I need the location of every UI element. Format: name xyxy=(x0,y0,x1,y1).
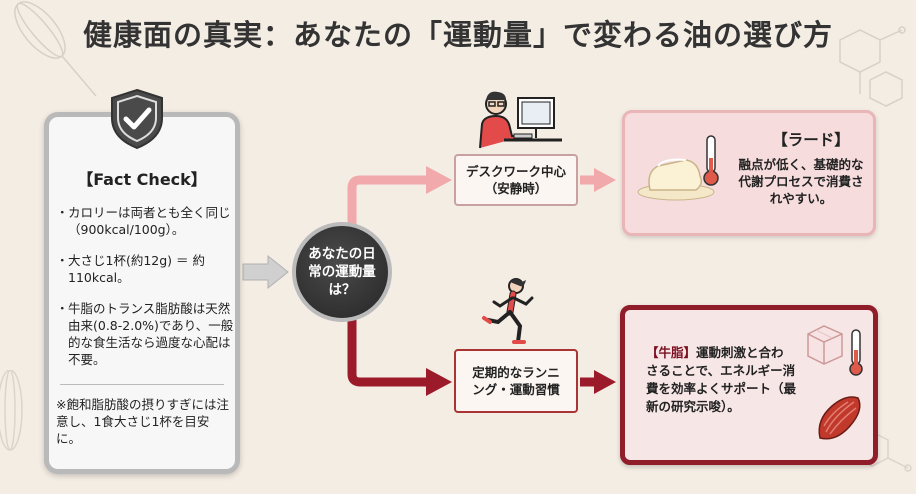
lard-description: 融点が低く、基礎的な代謝プロセスで消費されやすい。 xyxy=(738,157,864,206)
desk-branch-arrow xyxy=(347,175,428,226)
page-title: 健康面の真実：あなたの「運動量」で変わる油の選び方 xyxy=(82,18,833,52)
tallow-thermometer-icon xyxy=(849,329,863,376)
fact-check-heading: 【Fact Check】 xyxy=(77,170,207,189)
fact-text: 牛脂のトランス脂肪酸は天然由来(0.8-2.0%)であり、一般的な食生活なら過度… xyxy=(68,301,234,367)
runner-icon xyxy=(482,278,534,344)
fact-text: カロリーは両者とも全く同じ（900kcal/100g）。 xyxy=(68,205,231,237)
fact-text: 大さじ1杯(約12g) ＝ 約110kcal。 xyxy=(68,253,205,285)
tallow-body: 運動刺激と合わさることで、エネルギー消費を効率よくサポート（最新の研究示唆）。 xyxy=(646,345,797,414)
running-label: 定期的なランニング・運動習慣 xyxy=(472,365,560,397)
fact-item-calorie: ・ カロリーは両者とも全く同じ（900kcal/100g）。 xyxy=(56,204,234,238)
fact-check-card xyxy=(44,112,240,474)
desk-worker-icon xyxy=(479,91,562,149)
run-branch-arrowhead xyxy=(426,368,452,396)
run-branch-arrow xyxy=(347,318,428,387)
exercise-question-circle: あなたの日常の運動量は？ xyxy=(292,222,392,322)
running-node: 定期的なランニング・運動習慣 xyxy=(454,349,578,413)
bullet: ・ xyxy=(56,253,69,268)
fact-check-note: ※飽和脂肪酸の摂りすぎには注意し、1食大さじ1杯を目安に。 xyxy=(56,397,229,446)
decor-whisk-bottom-icon xyxy=(0,370,23,451)
desk-branch-arrowhead xyxy=(426,166,452,194)
desk-work-node: デスクワーク中心（安静時） xyxy=(454,154,578,206)
run-to-tallow-arrowhead xyxy=(594,370,616,394)
fact-to-circle-arrow xyxy=(242,254,289,290)
fact-item-tablespoon: ・ 大さじ1杯(約12g) ＝ 約110kcal。 xyxy=(56,252,234,286)
decor-whisk-icon xyxy=(14,1,97,97)
bullet: ・ xyxy=(56,301,69,316)
desk-to-lard-arrowhead xyxy=(594,168,616,192)
decor-molecule-icon xyxy=(839,26,906,107)
desk-work-label: デスクワーク中心（安静時） xyxy=(465,164,566,196)
center-label: あなたの日常の運動量は？ xyxy=(308,246,376,298)
muscle-icon xyxy=(818,396,861,440)
fact-item-trans-fat: ・ 牛脂のトランス脂肪酸は天然由来(0.8-2.0%)であり、一般的な食生活なら… xyxy=(56,300,234,368)
tallow-description: 【牛脂】運動刺激と合わさることで、エネルギー消費を効率よくサポート（最新の研究示… xyxy=(646,344,796,416)
fact-divider xyxy=(60,384,224,385)
shield-check-icon xyxy=(111,88,163,150)
bullet: ・ xyxy=(56,205,69,220)
tallow-title: 【牛脂】 xyxy=(646,345,697,360)
lard-title: 【ラード】 xyxy=(772,131,850,149)
tallow-cube-icon xyxy=(807,325,843,365)
thermometer-icon xyxy=(703,135,719,186)
melting-lard-icon xyxy=(637,158,715,201)
